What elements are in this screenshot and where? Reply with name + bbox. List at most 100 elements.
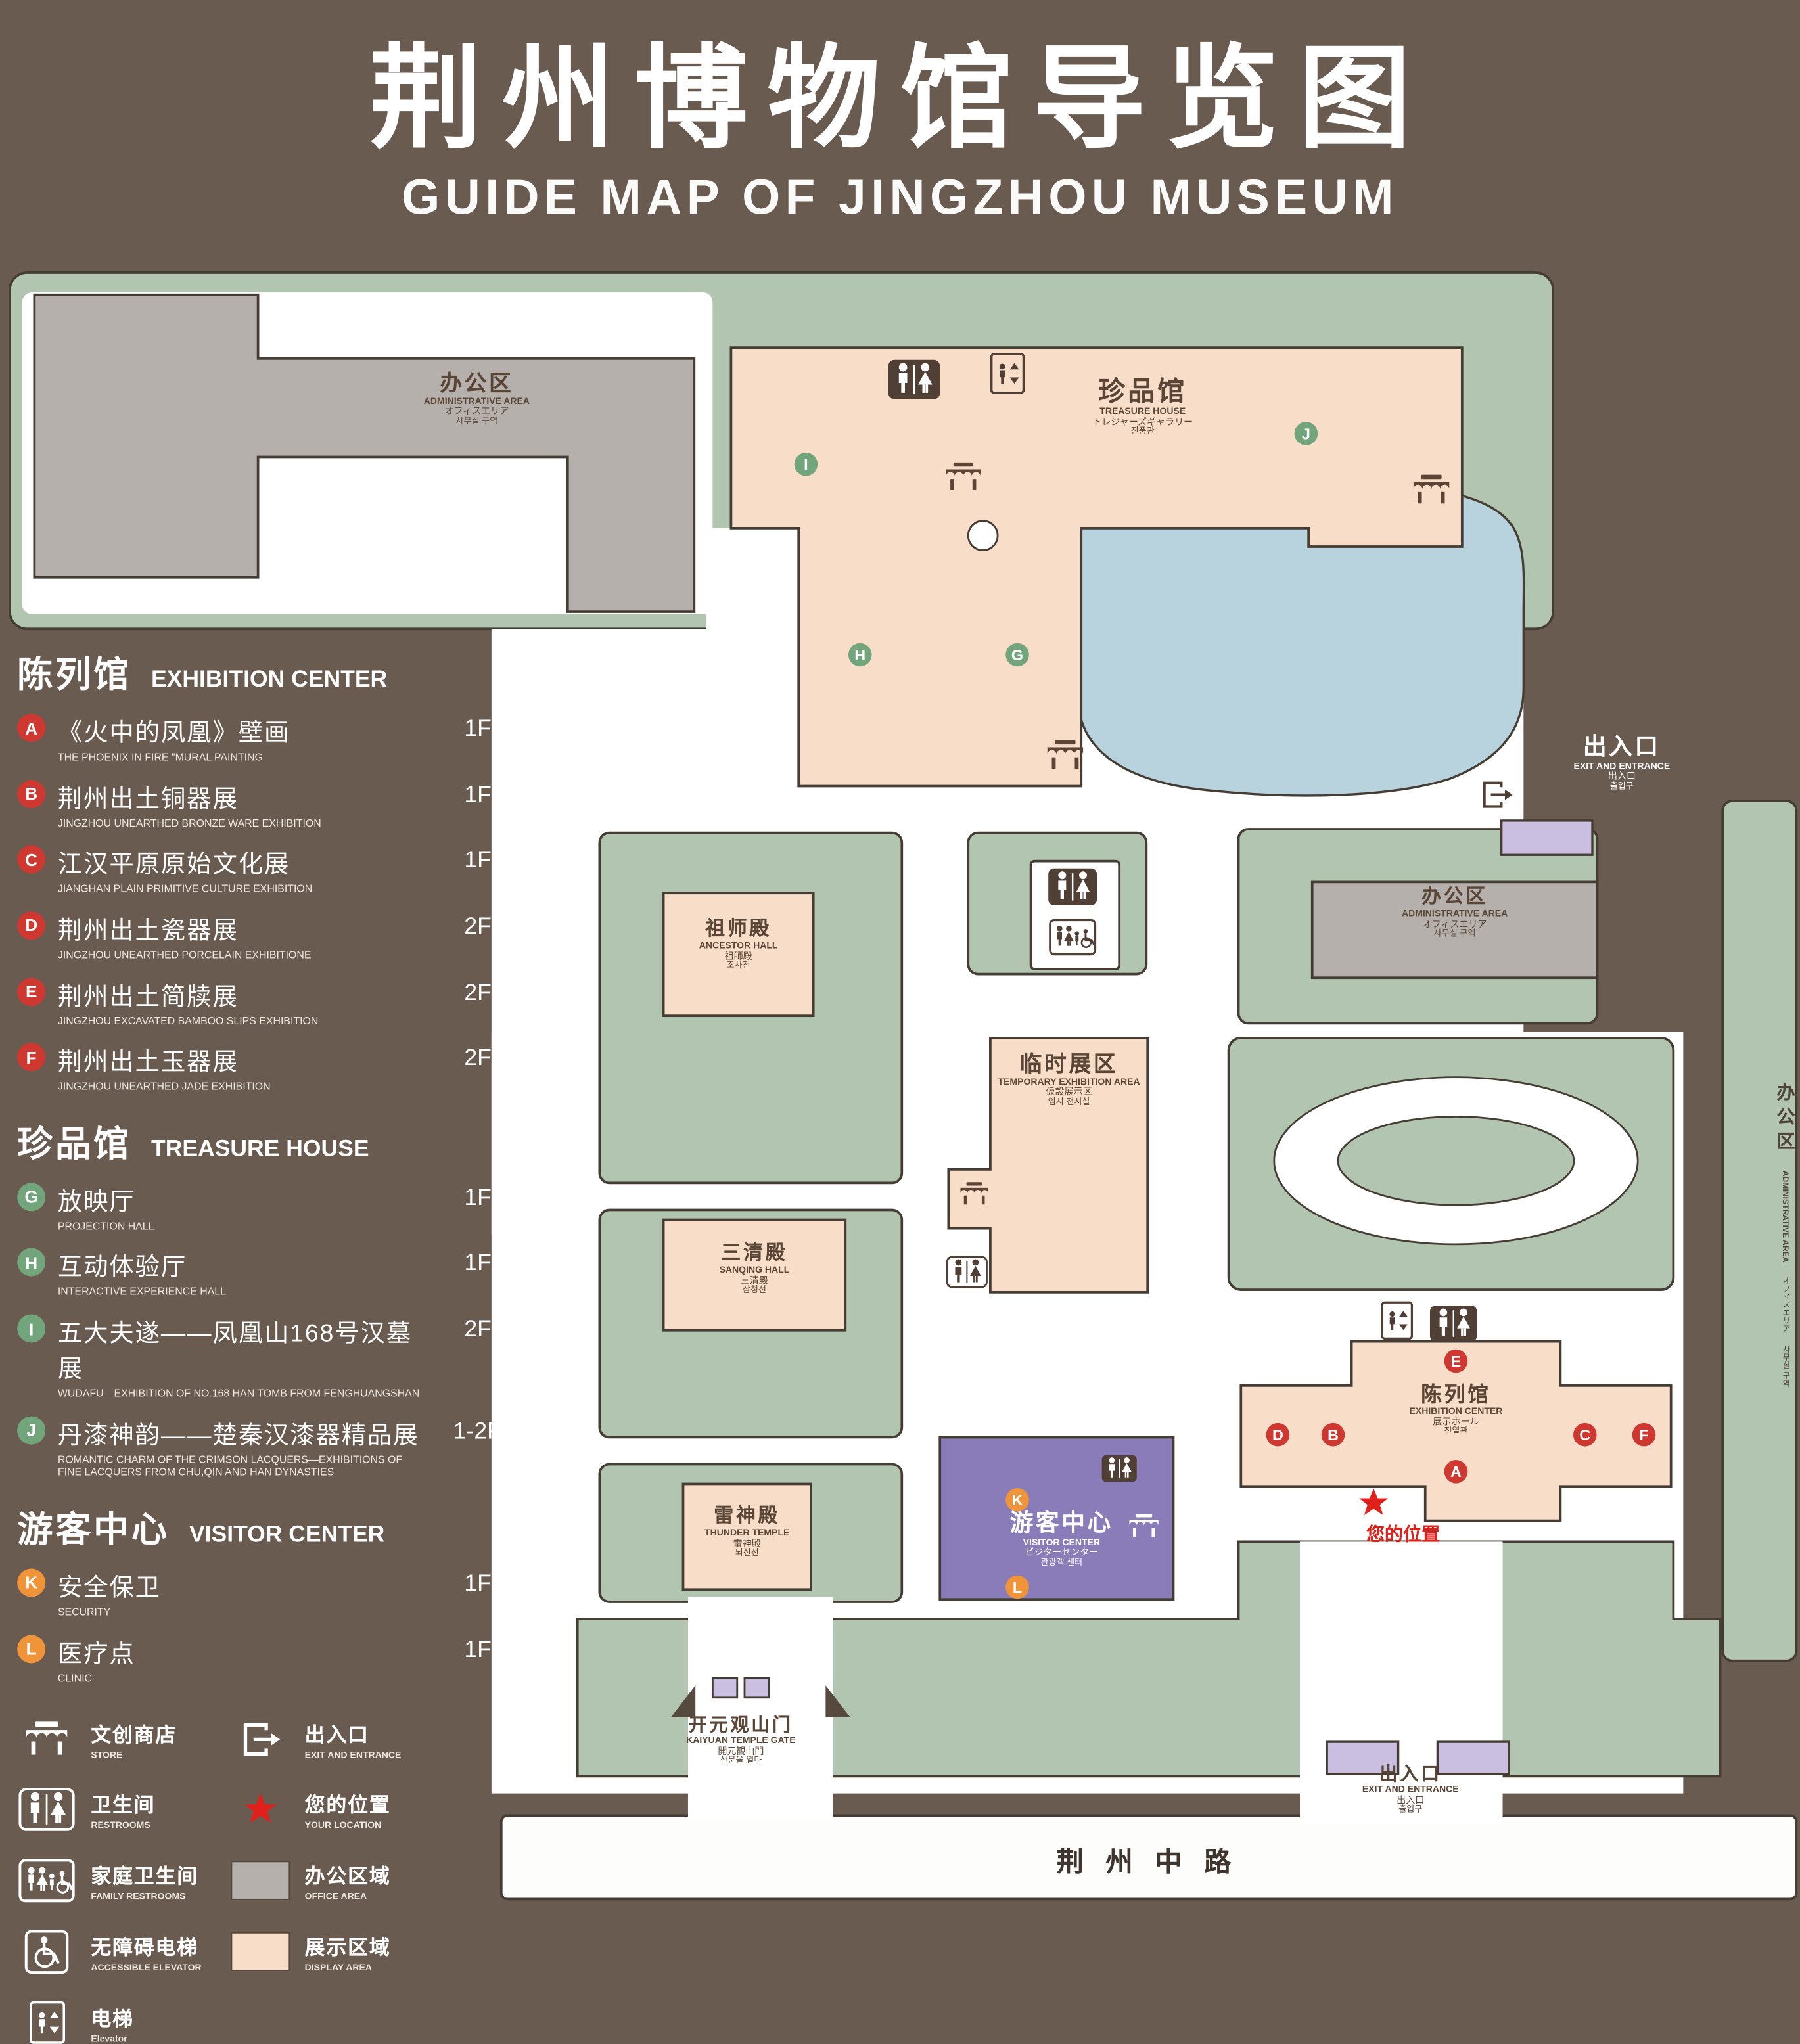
location-star-icon [1356,1486,1391,1519]
item-zh: 江汉平原原始文化展 [57,852,290,879]
marker-badge-I: I [17,1314,46,1343]
gate-block-right [743,1677,770,1699]
legend-item-J: J 丹漆神韵——楚秦汉漆器精品展 ROMANTIC CHARM OF THE C… [17,1415,501,1479]
entrance-block-south-left [1326,1740,1400,1775]
page-title: 荆州博物馆导览图 [369,37,1431,162]
marker-badge-G: G [17,1182,46,1211]
map-shapes [9,271,1798,1901]
map-marker-A: A [1444,1460,1468,1484]
item-en: PROJECTION HALL [57,1219,154,1232]
guide-map-poster: 荆州博物馆导览图 GUIDE MAP OF JINGZHOU MUSEUM [0,0,1800,1924]
legend-item-G: G 放映厅 PROJECTION HALL 1F [17,1181,501,1233]
label-road: 荆州中路 [1056,1846,1254,1877]
store-icon [941,462,985,494]
legend-item-B: B 荆州出土铜器展 JINGZHOU UNEARTHED BRONZE WARE… [17,779,501,830]
marker-badge-H: H [17,1248,46,1277]
path-south-entrance [1300,1541,1503,1825]
map-marker-L: L [1005,1575,1029,1599]
label-admin-strip: 办公区 ADMINISTRATIVE AREA オフィスエリア 사무실 구역 [1774,1082,1795,1387]
label-your-location: 您的位置 [1366,1524,1441,1545]
item-floor: 1-2F [453,1418,501,1444]
legend-sidebar: 陈列馆 EXHIBITION CENTER A 《火中的凤凰》壁画 THE PH… [17,646,501,2044]
item-floor: 1F [464,782,492,808]
building-treasure-house [729,346,1464,788]
entrance-block-topright [1500,819,1594,856]
legend-heading-visitor-center: 游客中心 VISITOR CENTER [17,1501,501,1553]
legend-symbol-elevator: 电梯 Elevator [17,2001,226,2044]
item-zh: 荆州出土瓷器展 [57,917,239,945]
heading-zh: 珍品馆 [17,1125,132,1164]
building-admin-topleft [33,293,696,613]
display-area-swatch [231,1932,290,1972]
map-marker-K: K [1005,1488,1029,1512]
item-en: THE PHOENIX IN FIRE "MURAL PAINTING [57,750,263,763]
restroom-icon [887,359,941,401]
item-en: ROMANTIC CHARM OF THE CRIMSON LACQUERS—E… [57,1453,403,1478]
store-icon [1042,739,1088,772]
marker-badge-F: F [17,1043,46,1072]
store-icon [1408,474,1455,507]
restroom-icon [1046,867,1099,907]
store-icon [17,1721,76,1759]
item-floor: 2F [464,1045,492,1072]
building-sanqing-hall [662,1218,847,1332]
marker-badge-K: K [17,1568,46,1597]
item-en: JINGZHOU UNEARTHED BRONZE WARE EXHIBITIO… [57,816,321,829]
road-jingzhou-middle [499,1814,1798,1901]
legend-symbol-restrooms: 卫生间 RESTROOMS [17,1788,226,1832]
building-ancestor-hall [662,892,815,1018]
path-gate [687,1597,833,1821]
marker-badge-C: C [17,845,46,874]
family-restroom-icon [17,1859,76,1903]
legend-symbol-accessible-elevator: 无障碍电梯 ACCESSIBLE ELEVATOR [17,1930,226,1974]
item-floor: 2F [464,913,492,940]
marker-badge-L: L [17,1634,46,1663]
location-star-icon [231,1791,290,1828]
map-marker-C: C [1573,1422,1597,1447]
legend-symbols: 文创商店 STORE 出入口 EXIT AND ENTRANCE 卫生间 RES… [17,1719,501,2044]
map-marker-D: D [1266,1422,1290,1447]
map-marker-H: H [848,643,872,667]
map-marker-G: G [1005,643,1029,667]
item-floor: 1F [464,715,492,742]
marker-badge-J: J [17,1415,46,1444]
legend-symbol-exit: 出入口 EXIT AND ENTRANCE [231,1719,501,1760]
restroom-icon [17,1788,76,1832]
legend-item-H: H 互动体验厅 INTERACTIVE EXPERIENCE HALL 1F [17,1247,501,1298]
family-restroom-icon [1048,919,1097,955]
item-zh: 安全保卫 [57,1574,161,1602]
restroom-icon [946,1256,988,1288]
item-floor: 1F [464,1637,492,1663]
legend-heading-exhibition-center: 陈列馆 EXHIBITION CENTER [17,646,501,698]
legend-item-D: D 荆州出土瓷器展 JINGZHOU UNEARTHED PORCELAIN E… [17,910,501,961]
item-en: WUDAFU—EXHIBITION OF NO.168 HAN TOMB FRO… [57,1386,420,1399]
store-icon [957,1182,991,1208]
item-zh: 放映厅 [57,1189,135,1216]
building-exhibition-center [1239,1340,1673,1522]
exit-icon [231,1720,290,1760]
heading-en: EXHIBITION CENTER [150,667,388,693]
marker-badge-B: B [17,779,46,808]
heading-zh: 游客中心 [17,1510,170,1551]
item-zh: 荆州出土简牍展 [57,983,239,1011]
map-marker-B: B [1321,1422,1345,1447]
legend-symbol-family-restrooms: 家庭卫生间 FAMILY RESTROOMS [17,1859,226,1903]
item-floor: 1F [464,1570,492,1597]
item-en: JINGZHOU UNEARTHED JADE EXHIBITION [57,1079,271,1093]
store-icon [1126,1513,1163,1540]
item-floor: 2F [464,1317,492,1343]
item-zh: 荆州出土玉器展 [57,1049,239,1077]
building-admin-right [1310,880,1599,980]
accessible-elevator-icon [17,1930,76,1974]
building-thunder-temple [681,1482,812,1591]
building-temporary-exhibition [947,1036,1149,1294]
heading-en: VISITOR CENTER [189,1522,385,1548]
poster-header: 荆州博物馆导览图 GUIDE MAP OF JINGZHOU MUSEUM [0,0,1800,226]
item-zh: 五大夫遂——凤凰山168号汉墓展 [57,1320,413,1384]
item-floor: 1F [464,1250,492,1277]
